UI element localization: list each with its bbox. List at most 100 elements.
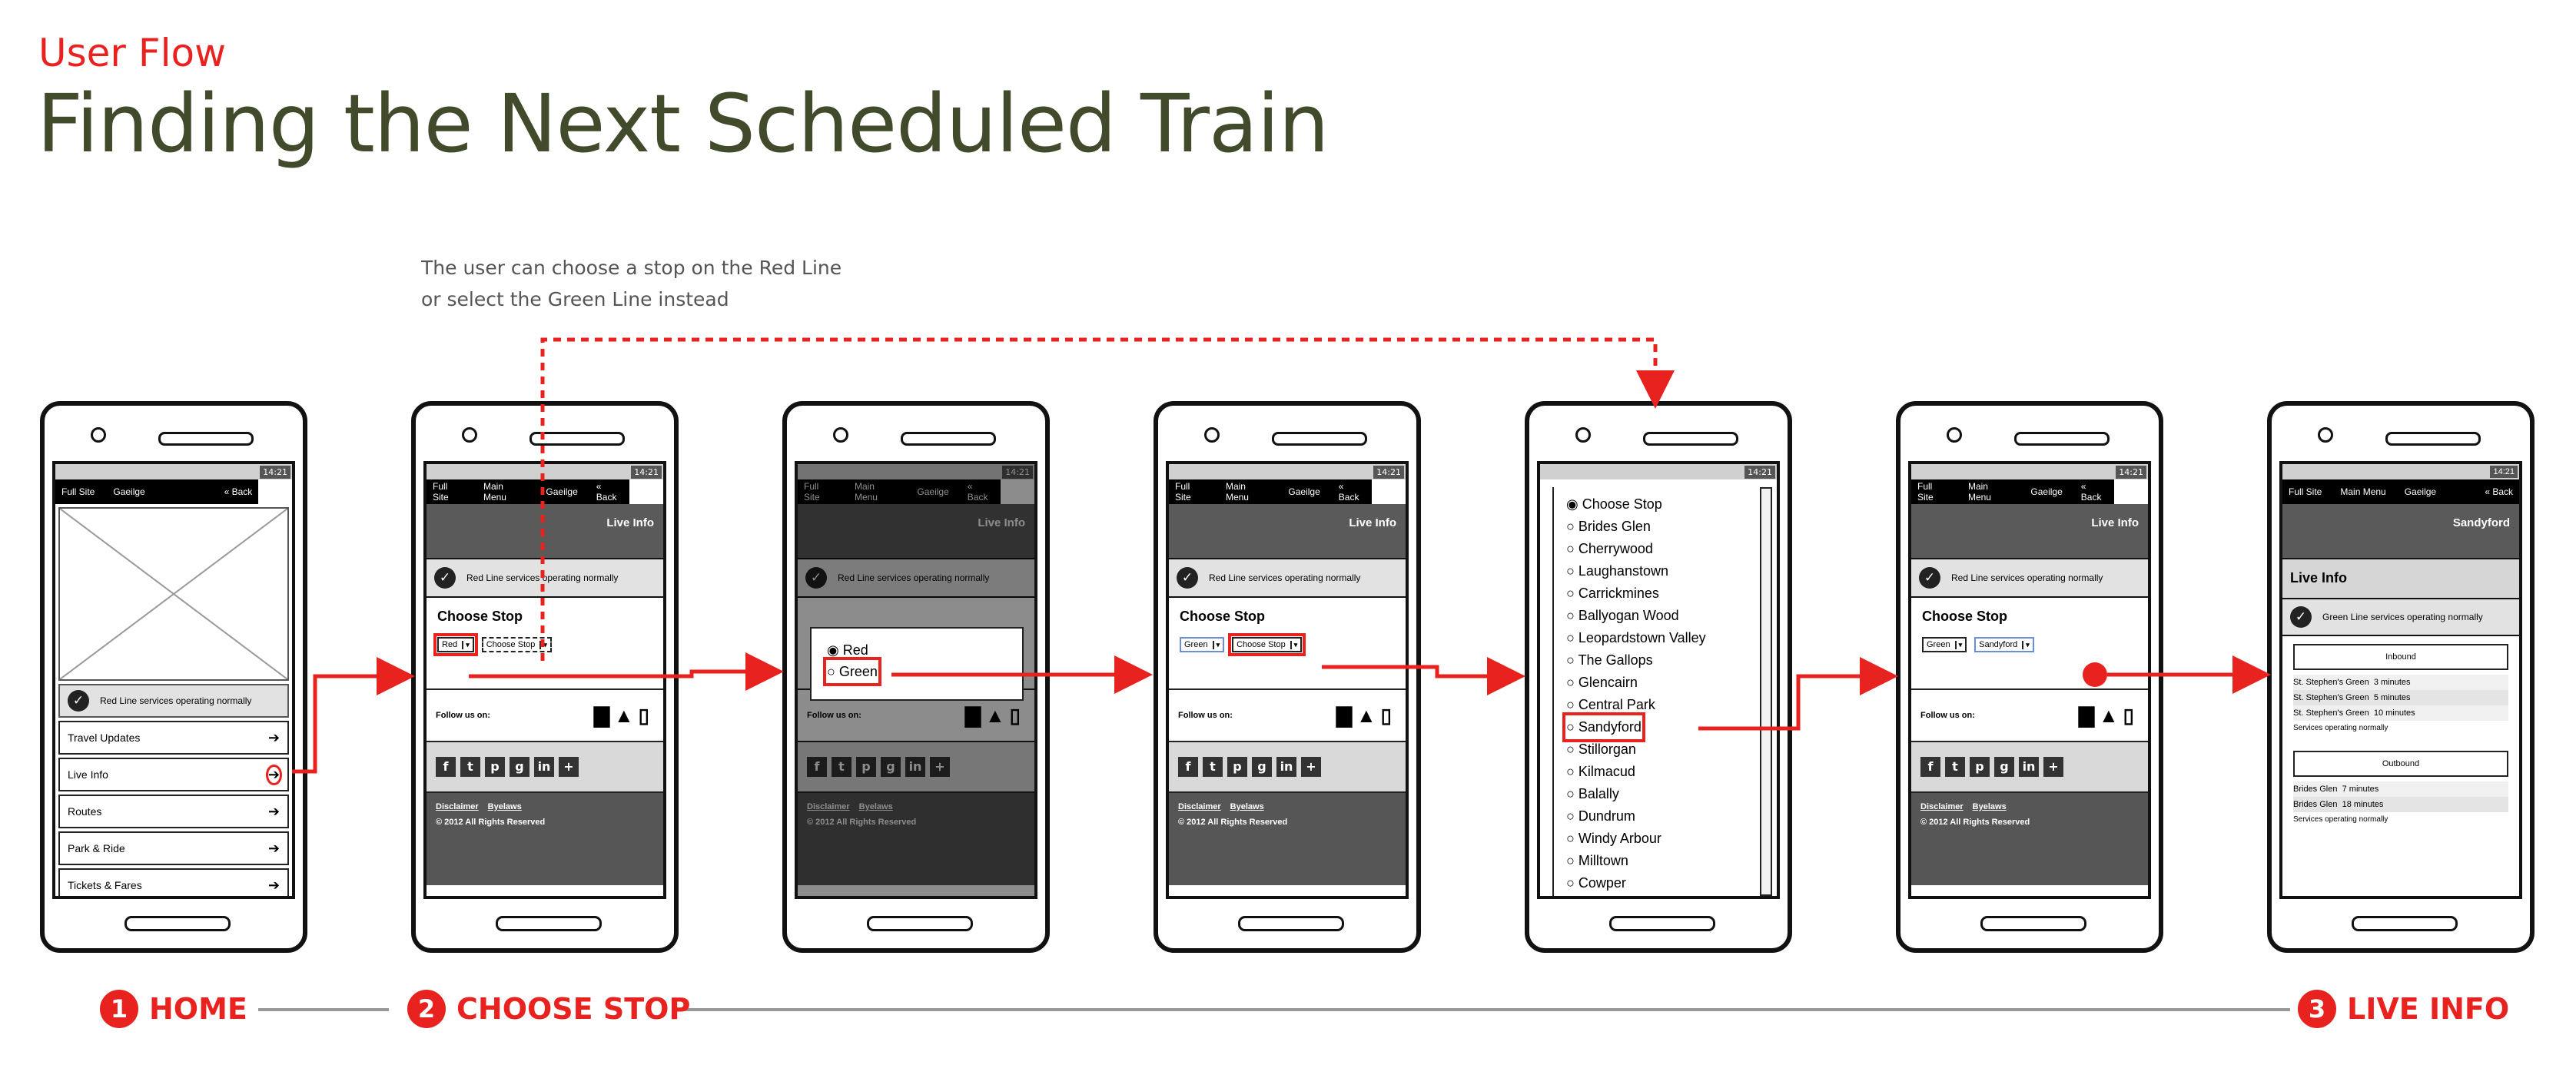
nav-gaeilge[interactable]: Gaeilge (113, 486, 145, 497)
flow-title: Finding the Next Scheduled Train (37, 77, 1329, 171)
facebook-icon[interactable]: f (436, 757, 456, 777)
googleplus-icon[interactable]: g (1252, 757, 1272, 777)
linkedin-icon[interactable]: in (1276, 757, 1296, 777)
byelaws-link[interactable]: Byelaws (487, 802, 522, 811)
plus-icon[interactable]: + (559, 757, 579, 777)
nav-back[interactable]: « Back (1338, 481, 1359, 503)
stop-option-label: Dundrum (1578, 808, 1635, 824)
googleplus-icon[interactable]: g (510, 757, 529, 777)
nav-full-site[interactable]: Full Site (1175, 481, 1191, 503)
nav-back[interactable]: « Back (596, 481, 617, 503)
stop-select[interactable]: Choose Stop▾ (481, 637, 552, 652)
service-status-text: Green Line services operating normally (2322, 612, 2483, 622)
menu-item-tickets-fares[interactable]: Tickets & Fares➔ (58, 868, 289, 896)
line-select[interactable]: Green▾ (1180, 637, 1225, 652)
stop-option-sandyford[interactable]: ○ Sandyford (1562, 712, 1645, 742)
nav-main-menu[interactable]: Main Menu (2340, 486, 2386, 497)
byelaws-link[interactable]: Byelaws (1972, 802, 2007, 811)
stop-option-label: Windy Arbour (1578, 831, 1661, 846)
nav-full-site[interactable]: Full Site (804, 481, 820, 503)
nav-full-site[interactable]: Full Site (433, 481, 449, 503)
screen-home: 14:21 Full Site Gaeilge « Back ✓Red Line… (52, 461, 295, 899)
nav-full-site[interactable]: Full Site (1917, 481, 1934, 503)
stop-list: ◉ Choose Stop ○ Brides Glen ○ Cherrywood… (1552, 487, 1772, 896)
disclaimer-link[interactable]: Disclaimer (1178, 802, 1221, 811)
stop-option[interactable]: ○ Windy Arbour (1566, 831, 1661, 846)
stop-option[interactable]: ○ Leopardstown Valley (1566, 630, 1706, 645)
placeholder-cross (60, 509, 287, 679)
pinterest-icon[interactable]: p (1227, 757, 1247, 777)
stop-option[interactable]: ○ Balally (1566, 786, 1619, 801)
pinterest-icon[interactable]: p (1970, 757, 1990, 777)
facebook-icon[interactable]: f (1178, 757, 1198, 777)
nav-main-menu[interactable]: Main Menu (854, 481, 878, 503)
stop-option[interactable]: ○ Ballyogan Wood (1566, 608, 1679, 623)
stop-option[interactable]: ○ Laughanstown (1566, 563, 1668, 579)
camera (833, 427, 848, 443)
pinterest-icon[interactable]: p (485, 757, 505, 777)
stop-select[interactable]: Choose Stop▾ (1228, 633, 1306, 656)
stop-option-label: Carrickmines (1578, 586, 1659, 601)
twitter-icon[interactable]: t (460, 757, 480, 777)
stop-option[interactable]: ○ Dundrum (1566, 808, 1635, 824)
speaker (529, 432, 625, 446)
line-select[interactable]: Green▾ (1922, 637, 1967, 652)
nav-back[interactable]: « Back (967, 481, 988, 503)
stop-select[interactable]: Sandyford▾ (1974, 637, 2034, 652)
stop-option-label: Brides Glen (1578, 519, 1651, 534)
disclaimer-link[interactable]: Disclaimer (436, 802, 479, 811)
disclaimer-link[interactable]: Disclaimer (1920, 802, 1964, 811)
menu-item-label: Park & Ride (68, 842, 125, 854)
line-select[interactable]: Red▾ (433, 633, 478, 656)
line-option-green[interactable]: ○ Green (823, 657, 881, 686)
follow-label: Follow us on: (1920, 711, 1975, 720)
menu-item-park-ride[interactable]: Park & Ride➔ (58, 831, 289, 865)
linkedin-icon[interactable]: in (2019, 757, 2039, 777)
nav-back[interactable]: « Back (224, 486, 253, 497)
top-nav: Full Site Main Menu Gaeilge « Back (427, 479, 630, 504)
nav-back[interactable]: « Back (2485, 486, 2513, 497)
linkedin-icon[interactable]: in (534, 757, 554, 777)
stop-option[interactable]: ○ Milltown (1566, 853, 1628, 868)
nav-back[interactable]: « Back (2080, 481, 2102, 503)
phone-stop-list: 14:21 ◉ Choose Stop ○ Brides Glen ○ Cher… (1525, 401, 1792, 953)
stop-option[interactable]: ○ Central Park (1566, 697, 1655, 712)
nav-full-site[interactable]: Full Site (61, 486, 95, 497)
inbound-row: St. Stephen's Green 3 minutes (2293, 675, 2508, 690)
nav-main-menu[interactable]: Main Menu (1967, 481, 1991, 503)
twitter-icon[interactable]: t (1203, 757, 1223, 777)
nav-gaeilge[interactable]: Gaeilge (917, 486, 949, 497)
stop-option[interactable]: ○ Kilmacud (1566, 764, 1635, 779)
status-time: 14:21 (2116, 466, 2146, 479)
stop-option[interactable]: ◉ Choose Stop (1566, 496, 1662, 512)
stop-option[interactable]: ○ Brides Glen (1566, 519, 1651, 534)
outbound-time: 7 minutes (2342, 785, 2379, 794)
line-option-red[interactable]: ◉ Red (827, 642, 868, 658)
stop-option[interactable]: ○ Cowper (1566, 875, 1626, 891)
home-button (496, 916, 602, 931)
stop-option[interactable]: ○ Cherrywood (1566, 541, 1653, 556)
menu-item-live-info[interactable]: Live Info➔ (58, 758, 289, 791)
twitter-icon[interactable]: t (1945, 757, 1965, 777)
nav-gaeilge[interactable]: Gaeilge (546, 486, 578, 497)
googleplus-icon[interactable]: g (1994, 757, 2014, 777)
stop-option[interactable]: ○ Stillorgan (1566, 742, 1636, 757)
plus-icon[interactable]: + (1301, 757, 1321, 777)
stop-option[interactable]: ○ Glencairn (1566, 675, 1638, 690)
nav-full-site[interactable]: Full Site (2289, 486, 2322, 497)
nav-gaeilge[interactable]: Gaeilge (1288, 486, 1320, 497)
chevron-down-icon: ▾ (539, 641, 547, 649)
plus-icon[interactable]: + (2043, 757, 2063, 777)
inbound-row: St. Stephen's Green 10 minutes (2293, 705, 2508, 721)
byelaws-link[interactable]: Byelaws (1230, 802, 1264, 811)
menu-item-routes[interactable]: Routes➔ (58, 795, 289, 828)
stop-option[interactable]: ○ Carrickmines (1566, 586, 1659, 601)
nav-gaeilge[interactable]: Gaeilge (2030, 486, 2063, 497)
nav-main-menu[interactable]: Main Menu (1225, 481, 1249, 503)
facebook-icon[interactable]: f (1920, 757, 1940, 777)
scrollbar[interactable] (1760, 487, 1772, 896)
nav-gaeilge[interactable]: Gaeilge (2404, 486, 2437, 497)
nav-main-menu[interactable]: Main Menu (483, 481, 506, 503)
stop-option[interactable]: ○ The Gallops (1566, 652, 1653, 668)
menu-item-travel-updates[interactable]: Travel Updates➔ (58, 721, 289, 755)
